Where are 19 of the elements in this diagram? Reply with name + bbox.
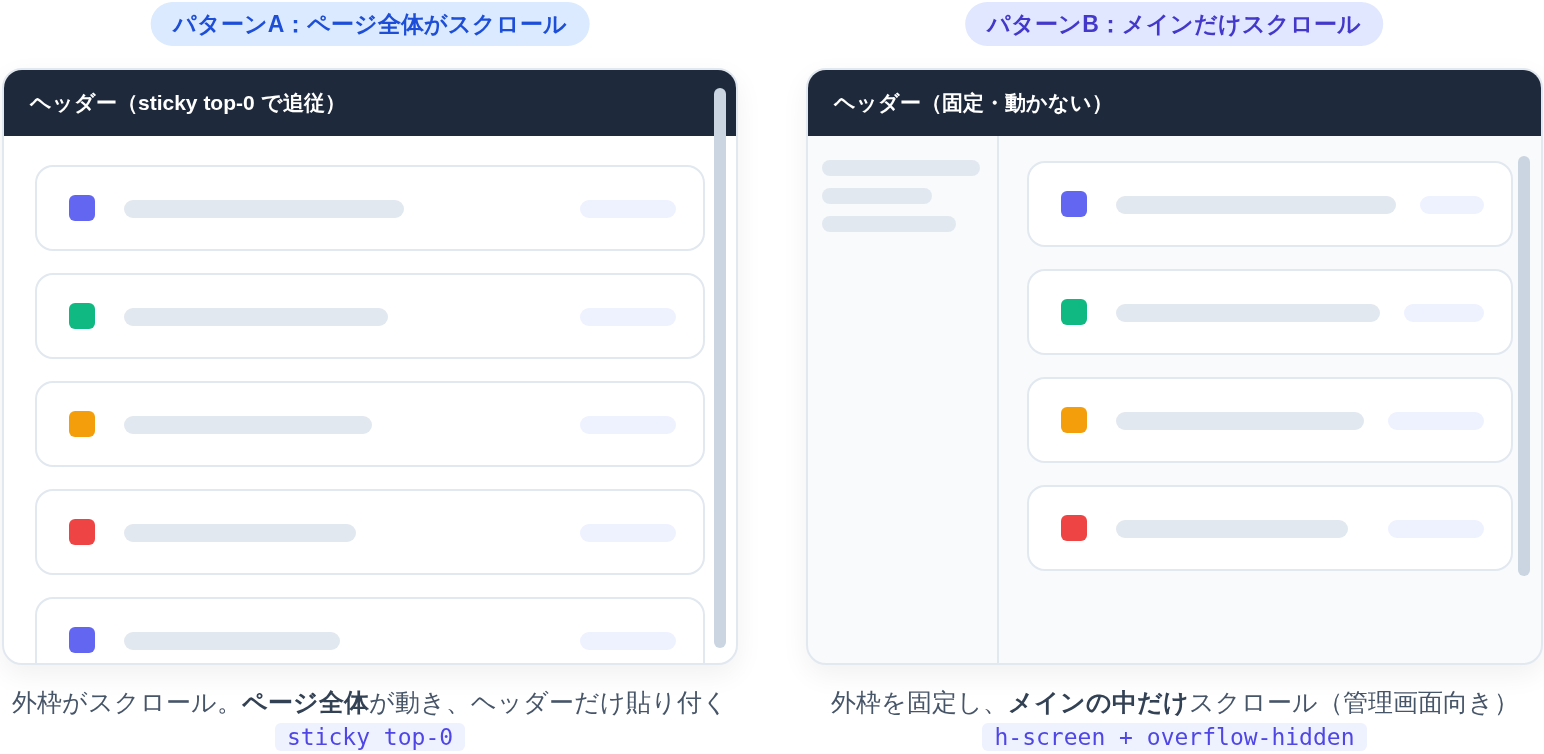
description-text: 外枠がスクロール。ページ全体が動き、ヘッダーだけ貼り付く (12, 688, 728, 718)
header-title: ヘッダー（sticky top-0 で追従） (30, 90, 346, 116)
list-item-card (35, 489, 705, 575)
list-item-card (35, 381, 705, 467)
list-item-card (35, 597, 705, 663)
app-window (2, 68, 738, 665)
list-item-card (35, 273, 705, 359)
app-window (806, 68, 1543, 665)
code-snippet: h-screen + overflow-hidden (982, 723, 1367, 751)
header-title: ヘッダー（固定・動かない） (834, 90, 1113, 117)
code-snippet: sticky top-0 (274, 723, 466, 751)
list-item-card (35, 165, 705, 251)
list-item-card (1027, 269, 1513, 355)
description-text: 外枠を固定し、メインの中だけスクロール（管理画面向き） (830, 688, 1519, 718)
list-item-card (1027, 161, 1513, 247)
list-item-card (1027, 377, 1513, 463)
title-pill: パターンB：メインだけスクロール (965, 2, 1383, 46)
list-item-card (1027, 485, 1513, 571)
title-pill: パターンA：ページ全体がスクロール (150, 2, 590, 46)
